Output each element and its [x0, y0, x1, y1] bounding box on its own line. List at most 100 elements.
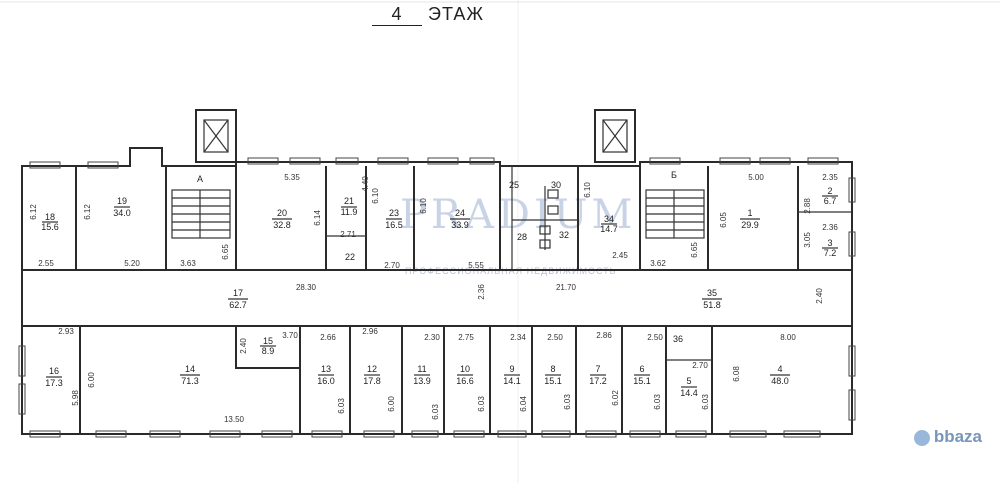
dimension: 2.30	[424, 333, 440, 342]
dimension-labels: 5.35 6.12 6.12 2.55 5.20 3.63 6.65 6.14 …	[29, 173, 838, 424]
dimension: 2.75	[458, 333, 474, 342]
room-number: 16	[49, 366, 59, 376]
south-partitions	[79, 326, 713, 434]
room-area: 16.5	[385, 220, 403, 230]
room-number: 36	[673, 334, 683, 344]
dimension: 6.03	[563, 394, 572, 410]
dimension: 2.70	[692, 361, 708, 370]
dimension: 5.55	[468, 261, 484, 270]
dimension: 6.14	[313, 210, 322, 226]
dimension: 5.98	[71, 390, 80, 406]
dimension: 6.65	[221, 244, 230, 260]
watermark-brand: PRADIUM	[400, 192, 636, 238]
logo-text: bbaza	[933, 427, 982, 446]
room-number: 34	[604, 214, 614, 224]
staircase-a: А	[171, 174, 231, 239]
room-area: 51.8	[703, 300, 721, 310]
room-number: 13	[321, 364, 331, 374]
room-area: 6.7	[824, 196, 837, 206]
dimension: 5.00	[748, 173, 764, 182]
dimension: 6.65	[690, 242, 699, 258]
floor-label: ЭТАЖ	[428, 4, 484, 24]
logo-mark-icon	[913, 429, 930, 446]
room-number: 28	[517, 232, 527, 242]
dimension: 6.03	[431, 404, 440, 420]
room-number: 12	[367, 364, 377, 374]
room-number: 24	[455, 208, 465, 218]
building-outline	[21, 147, 853, 435]
room-area: 11.9	[341, 207, 358, 217]
room-area: 17.2	[589, 376, 607, 386]
room-area: 15.1	[544, 376, 562, 386]
dimension: 3.63	[180, 259, 196, 268]
dimension: 6.10	[583, 182, 592, 198]
dimension: 6.05	[719, 212, 728, 228]
room-area: 14.4	[680, 388, 698, 398]
room-number: 20	[277, 208, 287, 218]
room-area: 17.8	[363, 376, 381, 386]
room-number: 18	[45, 212, 55, 222]
dimension: 2.50	[647, 333, 663, 342]
dimension: 2.88	[803, 198, 812, 214]
room-number: 14	[185, 364, 195, 374]
dimension: 2.55	[38, 259, 54, 268]
room-number: 6	[639, 364, 644, 374]
room-area: 71.3	[181, 376, 199, 386]
dimension: 13.50	[224, 415, 245, 424]
wc-fixtures	[539, 189, 559, 249]
room-labels: 18 15.6 19 34.0 20 32.8 21 11.9 22 23 16…	[41, 180, 838, 398]
dimension: 6.00	[87, 372, 96, 388]
room-number: 7	[595, 364, 600, 374]
room-number: 32	[559, 230, 569, 240]
room-number: 22	[345, 252, 355, 262]
dimension: 6.03	[653, 394, 662, 410]
room-number: 23	[389, 208, 399, 218]
dimension: 6.03	[477, 396, 486, 412]
dimension: 6.10	[371, 188, 380, 204]
room-number: 11	[417, 364, 426, 374]
room-area: 32.8	[273, 220, 291, 230]
elevator-shaft-b	[594, 109, 636, 163]
dimension: 2.50	[547, 333, 563, 342]
room-number: 3	[827, 238, 832, 248]
dimension: 4.40	[361, 176, 370, 192]
dimension: 28.30	[296, 283, 317, 292]
dimension: 2.66	[320, 333, 336, 342]
room-area: 34.0	[113, 208, 131, 218]
site-logo: bbaza	[909, 425, 986, 449]
dimension: 2.36	[477, 284, 486, 300]
dimension: 2.70	[384, 261, 400, 270]
room-number: 17	[233, 288, 243, 298]
staircase-a-label: А	[197, 174, 203, 184]
dimension: 2.36	[822, 223, 838, 232]
room-area: 7.2	[824, 248, 837, 258]
dimension: 2.40	[239, 338, 248, 354]
room-number: 1	[747, 208, 752, 218]
room-area: 33.9	[451, 220, 469, 230]
dimension: 6.02	[611, 390, 620, 406]
dimension: 2.93	[58, 327, 74, 336]
windows	[18, 157, 856, 438]
room-number: 35	[707, 288, 717, 298]
dimension: 8.00	[780, 333, 796, 342]
dimension: 6.10	[419, 198, 428, 214]
dimension: 6.12	[29, 204, 38, 220]
dimension: 6.04	[519, 396, 528, 412]
room-number: 5	[686, 376, 691, 386]
room-number: 19	[117, 196, 127, 206]
room-number: 15	[263, 336, 273, 346]
north-partitions	[75, 166, 852, 270]
room-area: 16.6	[456, 376, 474, 386]
room-area: 13.9	[413, 376, 431, 386]
room-area: 48.0	[771, 376, 789, 386]
dimension: 6.03	[337, 398, 346, 414]
room-number: 8	[550, 364, 555, 374]
room-number: 25	[509, 180, 519, 190]
dimension: 3.62	[650, 259, 666, 268]
dimension: 21.70	[556, 283, 577, 292]
dimension: 3.05	[803, 232, 812, 248]
dimension: 2.45	[612, 251, 628, 260]
room-number: 10	[460, 364, 470, 374]
